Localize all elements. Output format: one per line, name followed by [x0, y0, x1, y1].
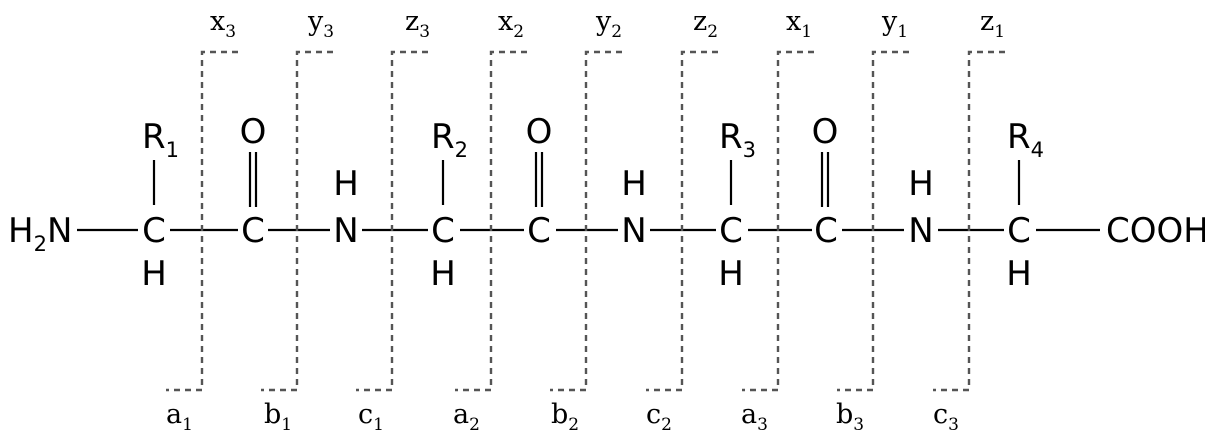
bottom-fragment-labels: a1 b1 c1 a2 b2 c2 a3 b3 c3: [166, 399, 959, 435]
fragment-label-a3: a3: [741, 399, 768, 435]
amide-hydrogen-1: H: [333, 164, 359, 204]
fragment-label-c3: c3: [933, 399, 959, 435]
carbonyl-oxygens: O O O: [240, 112, 839, 152]
amide-nitrogen-1: N: [333, 211, 358, 251]
top-fragment-labels: x3 y3 z3 x2 y2 z2 x1 y1 z1: [210, 6, 1005, 42]
fragment-label-b3: b3: [836, 399, 864, 435]
fragment-label-y2: y2: [595, 6, 622, 42]
carbonyl-oxygen-2: O: [526, 112, 553, 152]
cleavage-bracket-z2-c2: [646, 50, 718, 392]
cleavage-bracket-x2-a2: [455, 50, 527, 392]
fragment-label-a1: a1: [166, 399, 193, 435]
cleavage-brackets: [166, 50, 1005, 392]
side-chain-bonds: [152, 160, 1021, 205]
fragment-label-z1: z1: [980, 6, 1005, 42]
amide-nitrogen-2: N: [621, 211, 646, 251]
alpha-hydrogen-4: H: [1006, 254, 1032, 294]
fragment-label-b2: b2: [551, 399, 579, 435]
alpha-hydrogens: H H H H: [141, 254, 1032, 294]
fragment-label-x3: x3: [210, 6, 236, 42]
alpha-hydrogen-1: H: [141, 254, 167, 294]
alpha-hydrogen-3: H: [718, 254, 744, 294]
fragment-label-y1: y1: [881, 6, 908, 42]
carbonyl-double-bonds: [248, 152, 830, 207]
alpha-carbon-4: C: [1007, 211, 1031, 251]
side-group-r2: R2: [431, 117, 468, 162]
side-group-r3: R3: [719, 117, 756, 162]
amide-hydrogen-3: H: [908, 164, 934, 204]
carbonyl-carbon-2: C: [527, 211, 551, 251]
fragment-label-c1: c1: [358, 399, 384, 435]
c-terminus-label: COOH: [1106, 211, 1205, 251]
cleavage-bracket-y2-b2: [550, 50, 622, 392]
fragment-label-z3: z3: [405, 6, 430, 42]
carbonyl-carbon-3: C: [814, 211, 838, 251]
alpha-hydrogen-2: H: [430, 254, 456, 294]
fragment-label-b1: b1: [264, 399, 292, 435]
amide-hydrogen-2: H: [621, 164, 647, 204]
fragment-label-x1: x1: [786, 6, 812, 42]
carbonyl-oxygen-3: O: [812, 112, 839, 152]
fragment-label-a2: a2: [453, 399, 480, 435]
cleavage-bracket-z1-c3: [933, 50, 1005, 392]
side-groups: R1 R2 R3 R4: [142, 117, 1044, 162]
amide-hydrogens: H H H: [333, 164, 934, 204]
amide-nitrogen-3: N: [908, 211, 933, 251]
cleavage-bracket-y1-b3: [837, 50, 909, 392]
side-group-r1: R1: [142, 117, 179, 162]
side-group-r4: R4: [1007, 117, 1044, 162]
carbonyl-carbon-1: C: [241, 211, 265, 251]
fragment-label-x2: x2: [498, 6, 524, 42]
cleavage-bracket-x3-a1: [166, 50, 238, 392]
fragment-label-c2: c2: [646, 399, 672, 435]
cleavage-bracket-x1-a3: [742, 50, 814, 392]
fragment-label-z2: z2: [693, 6, 718, 42]
fragment-label-y3: y3: [307, 6, 334, 42]
alpha-carbon-3: C: [719, 211, 743, 251]
n-terminus-label: H2N: [8, 211, 72, 256]
carbonyl-oxygen-1: O: [240, 112, 267, 152]
backbone-atoms: H2N C C N C C N C C N C COOH: [8, 211, 1205, 256]
cleavage-bracket-y3-b1: [261, 50, 333, 392]
alpha-carbon-1: C: [142, 211, 166, 251]
alpha-carbon-2: C: [431, 211, 455, 251]
cleavage-bracket-z3-c1: [356, 50, 428, 392]
